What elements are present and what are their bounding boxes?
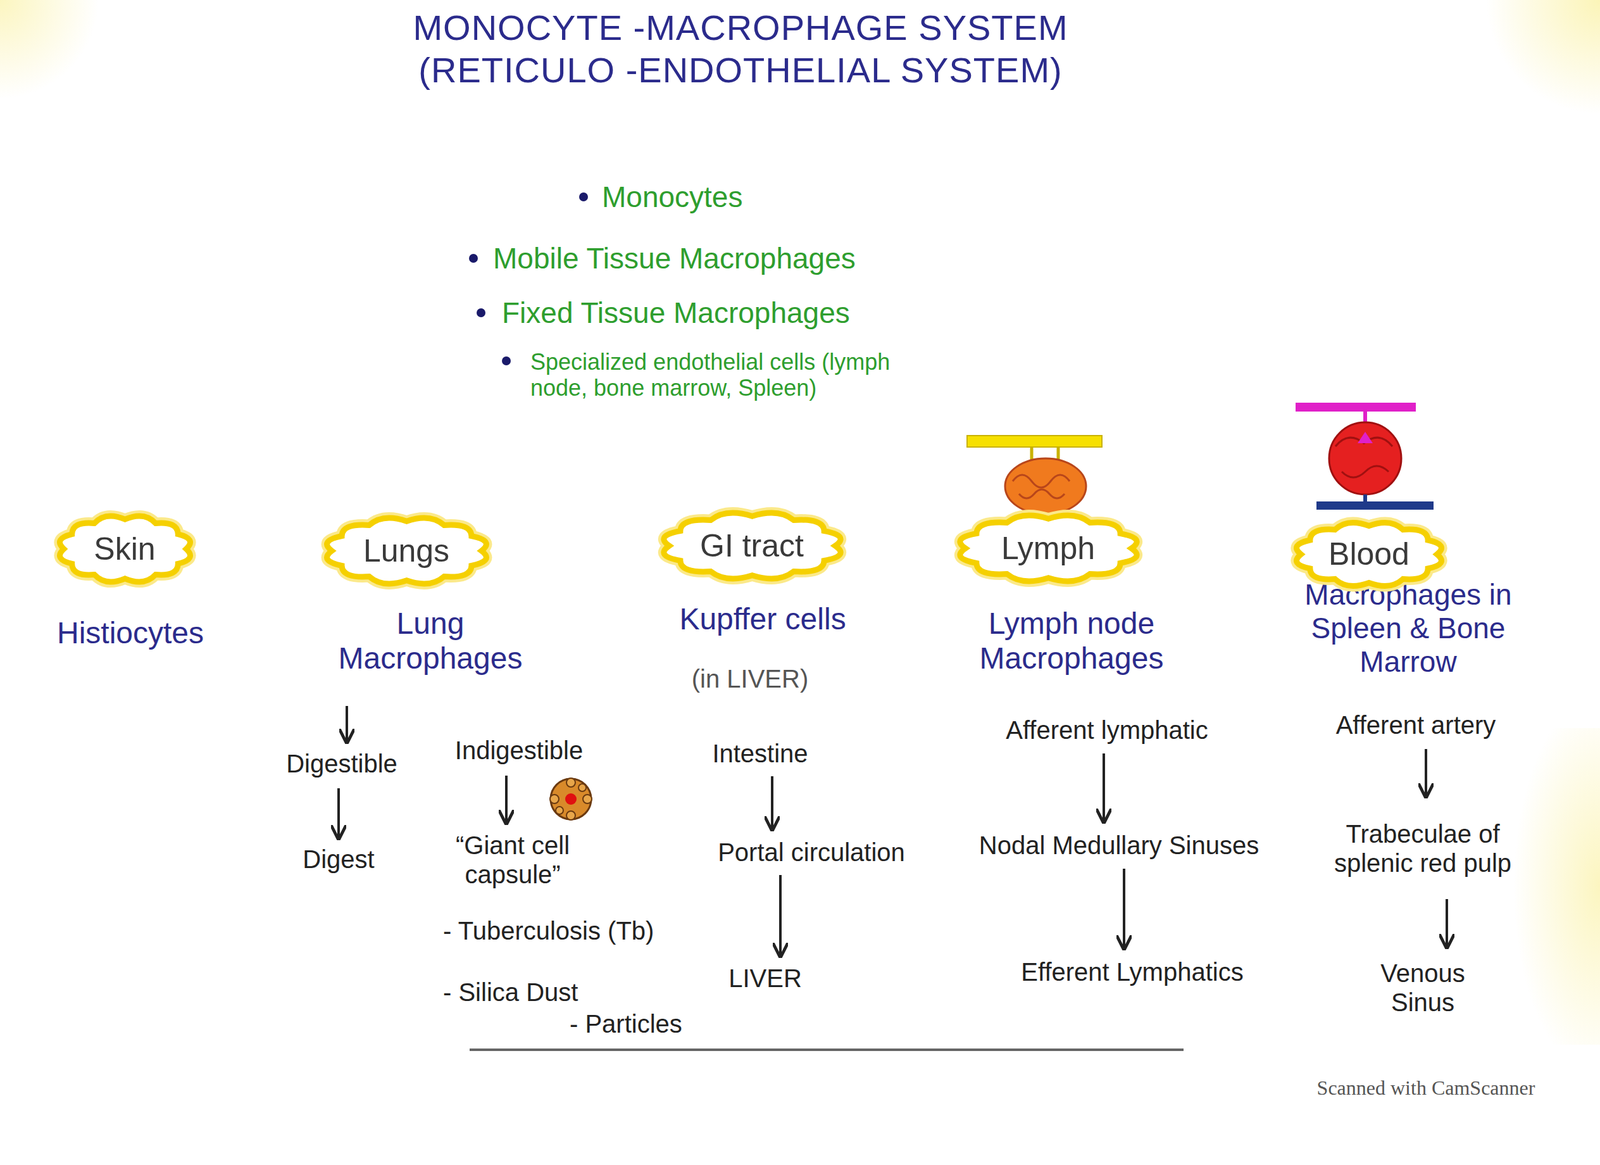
bullet-dot xyxy=(579,192,588,202)
flow-arrow xyxy=(779,874,782,955)
flow-arrow xyxy=(1102,753,1106,821)
organ-cloud: Skin xyxy=(53,507,197,590)
cell-name: Lymph node Macrophages xyxy=(967,605,1176,676)
list-item: - Silica Dust xyxy=(443,977,578,1007)
cell-name: Macrophages in Spleen & Bone Marrow xyxy=(1275,577,1542,679)
flow-arrow xyxy=(345,705,349,741)
list-item: - Tuberculosis (Tb) xyxy=(443,915,654,945)
flow-step: Afferent lymphatic xyxy=(1005,715,1208,745)
list-item: - Particles xyxy=(569,1008,683,1038)
corner-tint xyxy=(1410,0,1600,190)
flow-step: LIVER xyxy=(728,963,802,993)
organ-cloud: GI tract xyxy=(655,504,849,587)
flow-step: “Giant cell capsule” xyxy=(420,830,605,889)
organ-name: Lymph xyxy=(1001,531,1095,566)
organ-cloud: Blood xyxy=(1289,514,1449,594)
organ-name: Blood xyxy=(1328,536,1410,572)
flow-step: Nodal Medullary Sinuses xyxy=(979,830,1259,860)
organ-name: Lungs xyxy=(363,533,450,569)
flow-step: Indigestible xyxy=(455,735,583,765)
cell-name: Kupffer cells xyxy=(679,601,846,637)
page-title: MONOCYTE -MACROPHAGE SYSTEM (RETICULO -E… xyxy=(329,6,1152,92)
organ-cloud: Lungs xyxy=(319,509,494,592)
giant-cell-icon xyxy=(550,777,592,820)
flow-step: Venous Sinus xyxy=(1350,958,1496,1017)
flow-arrow xyxy=(505,775,508,822)
flow-arrow xyxy=(337,787,340,837)
flow-step: Afferent artery xyxy=(1336,710,1497,740)
flow-step: Trabeculae of splenic red pulp xyxy=(1318,818,1528,878)
bullet-dot xyxy=(468,253,478,263)
bullet-text: Specialized endothelial cells (lymph nod… xyxy=(530,348,920,402)
bullet-dot xyxy=(501,356,511,366)
bullet-dot xyxy=(476,308,486,318)
flow-step: Efferent Lymphatics xyxy=(1020,956,1244,987)
bullet-text: Monocytes xyxy=(601,180,743,214)
flow-step: Portal circulation xyxy=(717,837,906,867)
organ-name: GI tract xyxy=(700,528,804,564)
flow-arrow xyxy=(1122,868,1126,947)
flow-arrow xyxy=(770,775,774,828)
flow-arrow xyxy=(1424,748,1428,795)
flow-step: Digestible xyxy=(286,748,398,778)
cell-name: Lung Macrophages xyxy=(325,605,535,676)
organ-name: Skin xyxy=(93,531,156,567)
flow-step: Digest xyxy=(302,844,375,874)
corner-tint xyxy=(0,0,165,165)
flow-arrow xyxy=(1445,898,1449,946)
cell-name: Histiocytes xyxy=(56,615,204,650)
rule-line xyxy=(469,1048,1184,1051)
organ-cloud: Lymph xyxy=(951,506,1145,590)
bullet-text: Mobile Tissue Macrophages xyxy=(493,241,856,276)
flow-step: Intestine xyxy=(712,738,808,768)
corner-tint xyxy=(1455,727,1600,1045)
note-text: (in LIVER) xyxy=(691,663,809,694)
watermark: Scanned with CamScanner xyxy=(1317,1075,1536,1100)
bullet-text: Fixed Tissue Macrophages xyxy=(501,296,850,330)
spleen-figure xyxy=(1295,402,1434,510)
